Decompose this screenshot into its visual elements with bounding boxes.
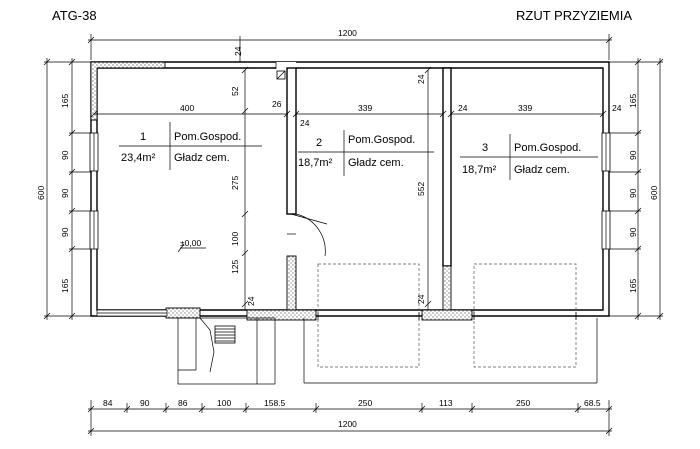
floor-level-marker: ±0,00 <box>180 238 201 248</box>
room3-floor: Gładz cem. <box>514 164 570 176</box>
drawing-title: RZUT PRZYZIEMIA <box>516 8 632 23</box>
dim-52: 52 <box>230 86 240 96</box>
dim-100: 100 <box>230 232 240 246</box>
dim-left-3: 90 <box>60 188 70 198</box>
dim-wall-24-e: 24 <box>416 74 426 84</box>
left-dimension-lines <box>43 58 96 320</box>
room1-dimension <box>90 110 291 118</box>
room2-dimension <box>292 110 447 118</box>
drawing-code: ATG-38 <box>52 8 97 23</box>
dim-right-total: 600 <box>649 186 659 200</box>
dim-left-total: 600 <box>36 186 46 200</box>
dim-wall-24-d: 24 <box>246 296 256 306</box>
room2-floor: Gładz cem. <box>348 157 404 169</box>
dim-right-5: 165 <box>628 279 638 293</box>
dim-right-3: 90 <box>628 188 638 198</box>
dim-wall-24-c: 24 <box>612 103 622 113</box>
room1-name: Pom.Gospod. <box>174 131 241 143</box>
room3-dimension <box>447 110 607 118</box>
room3-area: 18,7m² <box>462 164 497 176</box>
dim-bottom-8: 250 <box>516 398 530 408</box>
dim-overall-top: 1200 <box>338 28 357 38</box>
dim-left-5: 165 <box>60 279 70 293</box>
interior-wall-2 <box>442 67 452 311</box>
dim-bottom-5: 158.5 <box>264 398 286 408</box>
room1-number: 1 <box>140 131 146 143</box>
dim-overall-bottom: 1200 <box>338 419 357 429</box>
top-dimension-line <box>87 34 613 62</box>
dim-left-2: 90 <box>60 150 70 160</box>
dim-26: 26 <box>272 99 282 109</box>
dim-room3-width: 339 <box>518 103 532 113</box>
dim-right-4: 90 <box>628 227 638 237</box>
dim-bottom-6: 250 <box>358 398 372 408</box>
dim-bottom-7: 113 <box>439 398 453 408</box>
dim-bottom-4: 100 <box>217 398 231 408</box>
dim-room1-width: 400 <box>180 103 194 113</box>
room3-name: Pom.Gospod. <box>514 142 581 154</box>
dim-125: 125 <box>230 260 240 274</box>
right-dimension-lines <box>604 58 664 320</box>
dim-bottom-3: 86 <box>178 398 188 408</box>
left-windows <box>89 132 99 250</box>
room2-vertical-dimension <box>424 66 432 310</box>
room3-label <box>460 134 598 180</box>
room1-area: 23,4m² <box>121 152 156 164</box>
room1-floor: Gładz cem. <box>174 152 230 164</box>
dim-right-1: 165 <box>628 94 638 108</box>
dim-bottom-2: 90 <box>140 398 150 408</box>
outer-walls <box>90 61 610 317</box>
room2-name: Pom.Gospod. <box>348 134 415 146</box>
bottom-dimension-lines <box>87 400 613 436</box>
dim-right-2: 90 <box>628 150 638 160</box>
room2-number: 2 <box>316 137 322 149</box>
bottom-wall-hatch <box>96 307 473 321</box>
dim-wall-24-f: 24 <box>416 294 426 304</box>
room2-label <box>298 130 434 176</box>
dim-275: 275 <box>230 176 240 190</box>
room1-label <box>119 122 262 170</box>
top-wall-openings <box>275 62 296 80</box>
interior-wall-1 <box>286 67 328 311</box>
room1-vertical-dimension <box>241 66 249 310</box>
dim-bottom-1: 84 <box>103 398 113 408</box>
dim-top-24: 24 <box>233 46 243 56</box>
right-windows <box>601 132 611 250</box>
dim-wall-24-a: 24 <box>300 118 310 128</box>
dim-left-1: 165 <box>60 94 70 108</box>
dim-left-4: 90 <box>60 227 70 237</box>
dim-wall-24-b: 24 <box>458 103 468 113</box>
dim-bottom-9: 68.5 <box>584 398 601 408</box>
dim-552: 552 <box>416 182 426 196</box>
room3-number: 3 <box>482 142 488 154</box>
dim-room2-width: 339 <box>358 103 372 113</box>
garage-door-swings <box>303 263 598 384</box>
entrance-steps <box>177 317 276 385</box>
room2-area: 18,7m² <box>298 157 333 169</box>
